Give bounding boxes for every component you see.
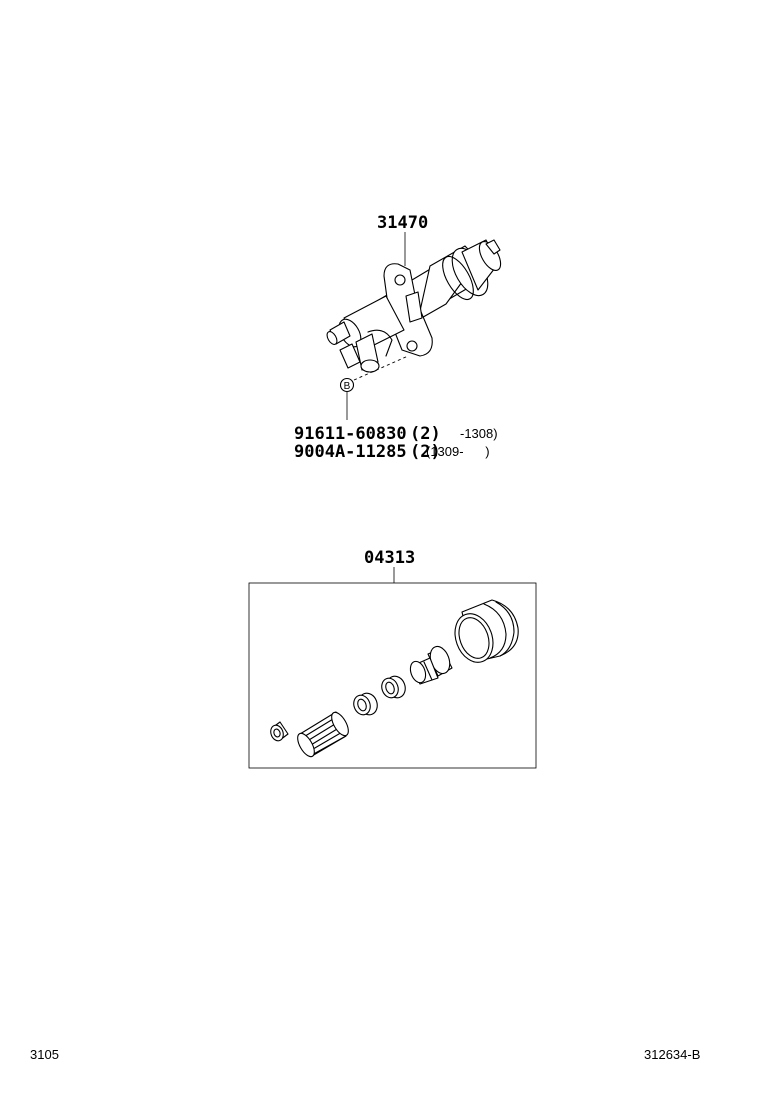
callout-b-circle [339,377,355,393]
footer-right-code: 312634-B [644,1047,700,1062]
release-cylinder-illustration [326,239,502,373]
bolt-part-number-1[interactable]: 91611-60830 [294,424,407,444]
repair-kit-parts-illustration [270,599,519,758]
footer-left-code: 3105 [30,1047,59,1062]
repair-kit-group[interactable]: 04313 [248,548,537,769]
assembly-part-number[interactable]: 31470 [377,213,428,233]
bolt-range-1: -1308) [460,426,498,441]
kit-part-number[interactable]: 04313 [364,548,415,568]
bolt-qty-1: (2) [410,424,441,444]
release-cylinder-assembly[interactable]: 31470 [294,213,505,462]
bolt-part-number-2[interactable]: 9004A-11285 [294,442,407,462]
bolt-qty-2: (2) [410,442,441,462]
bolt-range-2: (1309- ) [426,444,490,459]
kit-box [248,582,537,769]
bolt-dashed-leader [353,355,409,381]
callout-b-letter: B [344,381,351,392]
